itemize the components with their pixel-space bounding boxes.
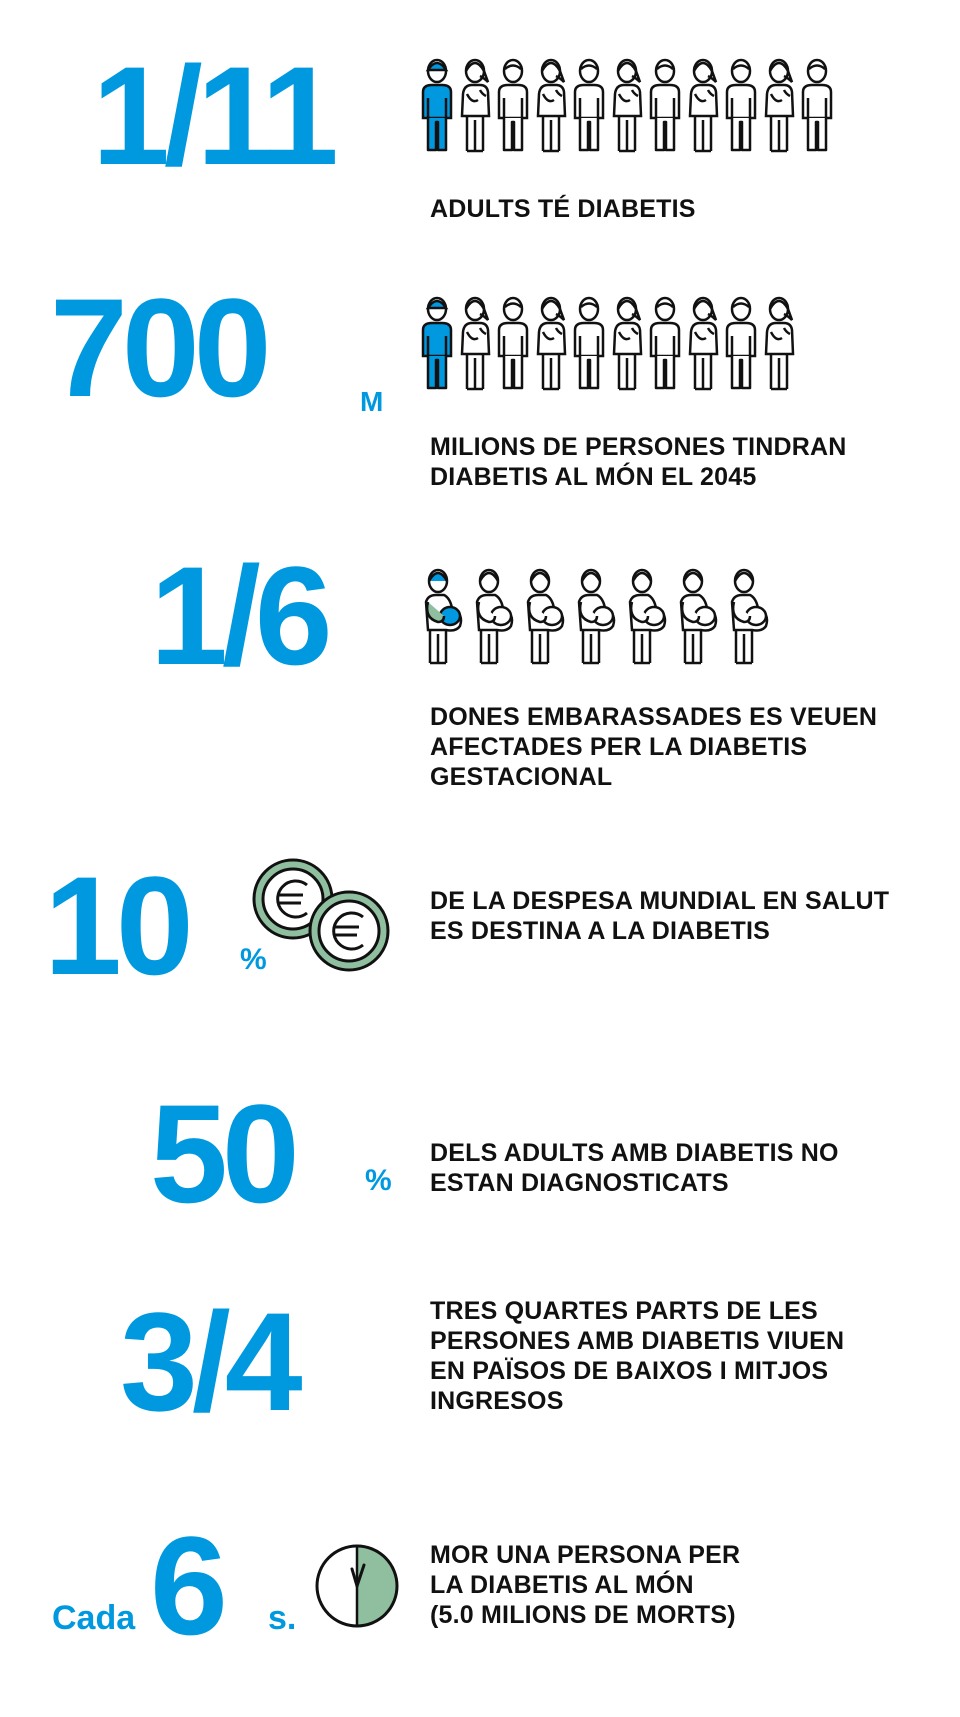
stat-number: 6 xyxy=(150,1507,228,1664)
pregnant-woman-icon xyxy=(577,568,616,665)
stat-number: 1/6 xyxy=(150,537,333,694)
person-icon xyxy=(725,296,757,390)
person-icon-highlighted xyxy=(421,58,453,152)
person-icon xyxy=(649,296,681,390)
stat-description: MILIONS DE PERSONES TINDRAN DIABETIS AL … xyxy=(430,433,847,491)
person-icon xyxy=(536,296,567,391)
pregnant-woman-icon-highlighted xyxy=(424,568,463,665)
pregnant-woman-icon xyxy=(730,568,769,665)
person-icon-row xyxy=(421,296,795,391)
stat-suffix: s. xyxy=(268,1599,297,1637)
stat-suffix: M xyxy=(360,386,384,417)
pregnant-woman-icon-row xyxy=(424,568,769,665)
stat-number: 3/4 xyxy=(120,1283,303,1440)
person-icon xyxy=(497,58,529,152)
euro-coin-icon xyxy=(252,858,390,972)
stat-description: DELS ADULTS AMB DIABETIS NO ESTAN DIAGNO… xyxy=(430,1139,839,1197)
person-icon xyxy=(764,296,795,391)
stat-number: 700 xyxy=(50,269,272,426)
stat-description: TRES QUARTES PARTS DE LES PERSONES AMB D… xyxy=(430,1297,845,1415)
stat-description: DE LA DESPESA MUNDIAL EN SALUT ES DESTIN… xyxy=(430,887,890,945)
person-icon xyxy=(649,58,681,152)
stat-number: 1/11 xyxy=(92,37,339,194)
person-icon xyxy=(801,58,833,152)
pregnant-woman-icon xyxy=(475,568,514,665)
stat-description: DONES EMBARASSADES ES VEUEN AFECTADES PE… xyxy=(430,703,878,791)
clock-icon xyxy=(315,1544,399,1628)
person-icon xyxy=(460,58,491,153)
pregnant-woman-icon xyxy=(679,568,718,665)
person-icon xyxy=(688,296,719,391)
stat-number: 50 xyxy=(150,1075,300,1232)
stat-number: 10 xyxy=(44,847,194,1004)
stat-prefix: Cada xyxy=(52,1599,136,1637)
person-icon xyxy=(460,296,491,391)
person-icon xyxy=(764,58,795,153)
pregnant-woman-icon xyxy=(526,568,565,665)
stat-description: MOR UNA PERSONA PER LA DIABETIS AL MÓN (… xyxy=(430,1541,741,1629)
person-icon-highlighted xyxy=(421,296,453,390)
person-icon xyxy=(573,58,605,152)
pregnant-woman-icon xyxy=(628,568,667,665)
person-icon xyxy=(612,58,643,153)
person-icon xyxy=(725,58,757,152)
person-icon xyxy=(688,58,719,153)
stat-description: ADULTS TÉ DIABETIS xyxy=(430,195,696,223)
person-icon xyxy=(536,58,567,153)
person-icon xyxy=(612,296,643,391)
person-icon-row xyxy=(421,58,833,153)
clock-fill xyxy=(357,1546,397,1626)
person-icon xyxy=(573,296,605,390)
stat-suffix: % xyxy=(365,1164,392,1197)
stat-suffix: % xyxy=(240,943,267,976)
person-icon xyxy=(497,296,529,390)
